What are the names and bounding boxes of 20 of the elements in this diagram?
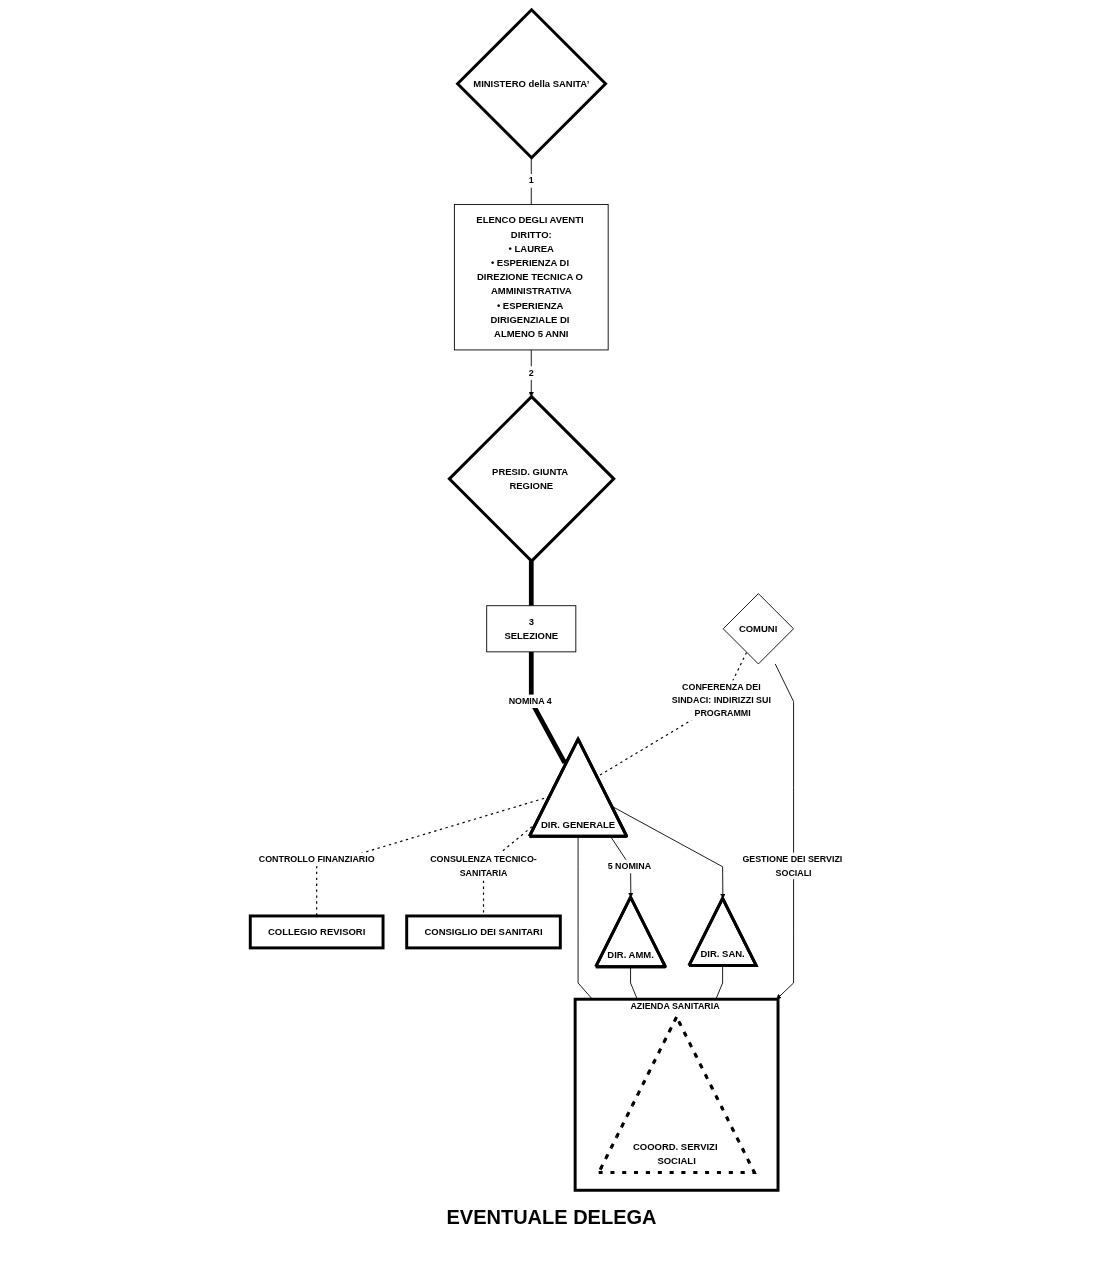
- edge-label: CONTROLLO FINANZIARIO: [258, 853, 375, 864]
- edge-label: GESTIONE DEI SERVIZI SOCIALI: [742, 853, 843, 878]
- edge-label: NOMINA 4: [508, 695, 552, 706]
- note-text: EVENTUALE DELEGA: [446, 1206, 657, 1229]
- node-box: CONSIGLIO DEI SANITARI: [405, 914, 562, 950]
- node-diamond: PRESID. GIUNTA REGIONE: [447, 394, 616, 564]
- node-diamond: COMUNI: [722, 593, 794, 665]
- edge-label: CONFERENZA DEI SINDACI: INDIRIZZI SUI PROGRAMMI: [671, 681, 771, 719]
- node-box: 3 SELEZIONE: [486, 605, 577, 653]
- edge-label: 1: [528, 175, 534, 186]
- node-box: COLLEGIO REVISORI: [248, 914, 385, 950]
- node-box: ELENCO DEGLI AVENTI DIRITTO: • LAUREA • ESPERIENZA DI DIREZIONE TECNICA O AMMINISTRATIVA • ESPERIENZA DIRIGENZIALE DI ALMENO 5 ANNI: [453, 204, 609, 351]
- arrow: [528, 651, 567, 765]
- connector: [630, 966, 638, 1000]
- edge-label: 5 NOMINA: [607, 860, 652, 871]
- node-diamond: MINISTERO della SANITA’: [455, 7, 608, 160]
- connector: [528, 561, 534, 606]
- edge-label: 2: [528, 367, 534, 378]
- connector: [715, 965, 724, 1000]
- edge-label: CONSULENZA TECNICO-SANITARIA: [430, 853, 537, 878]
